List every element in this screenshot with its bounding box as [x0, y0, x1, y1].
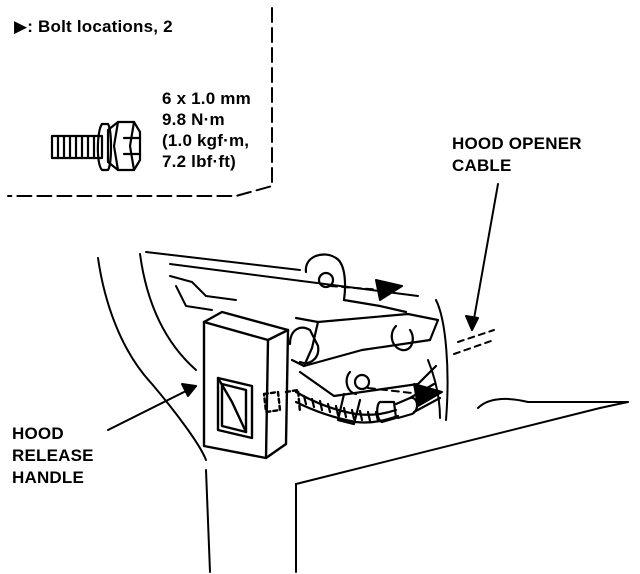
lower-bolt-arrow — [413, 383, 443, 407]
label-hood-opener-cable: HOOD OPENER CABLE — [452, 133, 582, 177]
label-line: CABLE — [452, 156, 512, 175]
spec-line: 9.8 N·m — [162, 110, 225, 129]
bolt-icon — [50, 120, 142, 172]
release-handle-shape — [202, 310, 302, 460]
body-panel-lines — [97, 251, 629, 573]
spec-line: 6 x 1.0 mm — [162, 89, 251, 108]
bolt-torque-spec: 6 x 1.0 mm 9.8 N·m (1.0 kgf·m, 7.2 lbf·f… — [162, 88, 251, 172]
upper-bolt-arrow — [375, 279, 403, 301]
legend-frame — [7, 7, 273, 197]
spec-line: (1.0 kgf·m, — [162, 131, 250, 150]
legend-bolt-locations: ▶: Bolt locations, 2 — [14, 17, 173, 36]
label-hood-release-handle: HOOD RELEASE HANDLE — [12, 423, 94, 489]
mounting-bracket — [288, 253, 440, 426]
label-line: HANDLE — [12, 468, 85, 487]
leader-lines — [107, 183, 499, 431]
bolt-location-arrows — [329, 279, 443, 407]
label-line: HOOD — [12, 424, 64, 443]
label-line: RELEASE — [12, 446, 94, 465]
label-line: HOOD OPENER — [452, 134, 582, 153]
spec-line: 7.2 lbf·ft) — [162, 152, 236, 171]
